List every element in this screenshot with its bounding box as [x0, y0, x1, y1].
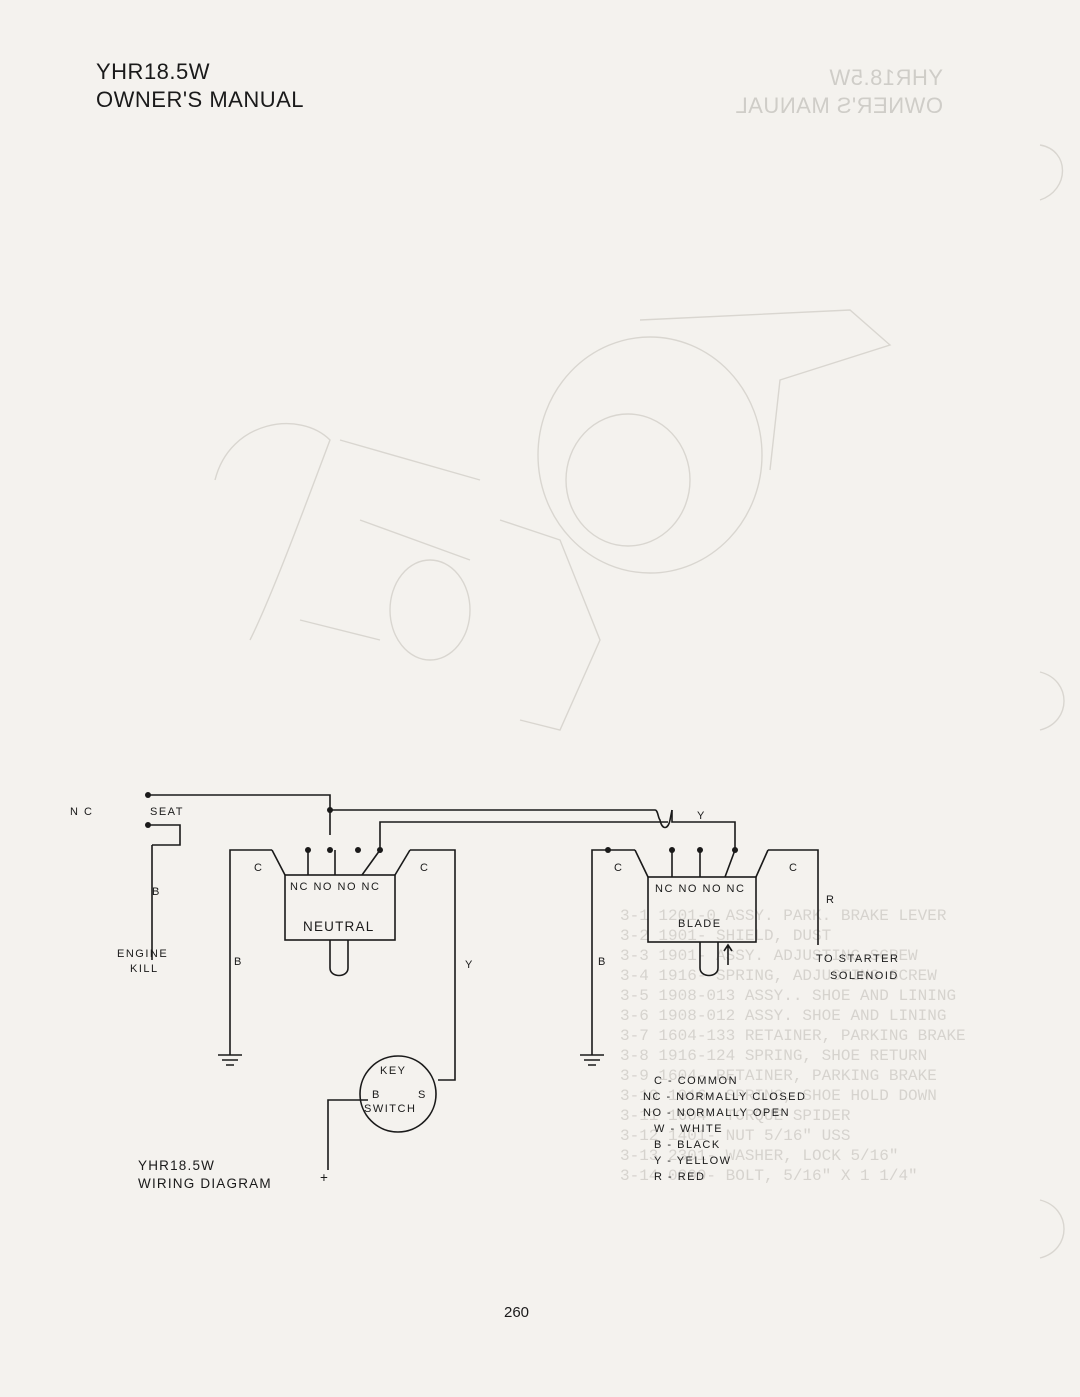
- binder-hole-top: [1039, 144, 1064, 201]
- blade-c-left-label: C: [614, 862, 623, 874]
- svg-text:3-10 1916- SPRING, SHOE HO: 3-10 1916- SPRING, SHOE HOLD DOWN: [620, 1087, 937, 1105]
- legend-item: B - BLACK: [654, 1139, 721, 1151]
- svg-text:3-7 1604-133 RETAINER, PARKI: 3-7 1604-133 RETAINER, PARKING BRAKE: [620, 1027, 966, 1045]
- key-label: KEY: [380, 1065, 407, 1077]
- solenoid-label: SOLENOID: [830, 970, 899, 982]
- blade-leads: [634, 849, 769, 878]
- faint-lining: [499, 519, 601, 731]
- caption-model: YHR18.5W: [138, 1158, 215, 1173]
- page-number: 260: [504, 1304, 530, 1321]
- neutral-c-right-label: C: [420, 862, 429, 874]
- neutral-ground-wire: [229, 849, 272, 1055]
- svg-text:3-11 1604- TORQUE SPIDER: 3-11 1604- TORQUE SPIDER: [620, 1107, 851, 1125]
- legend-item: R - RED: [654, 1171, 705, 1183]
- legend: C - COMMON NC - NORMALLY CLOSED NO - NOR…: [643, 1075, 806, 1183]
- neutral-switch-box: [284, 874, 396, 941]
- r-wire-label: R: [826, 894, 835, 906]
- neutral-to-key-wire: [410, 849, 456, 1081]
- seat-contact: [148, 824, 181, 846]
- seat-switch: N C SEAT: [70, 792, 184, 846]
- key-switch: KEY SWITCH B S +: [320, 1055, 437, 1185]
- engine-label: ENGINE: [117, 948, 168, 960]
- y-mid-label: Y: [465, 959, 474, 971]
- faint-brake-drum: [537, 336, 763, 574]
- switch-label: SWITCH: [364, 1103, 416, 1115]
- engine-kill-b-label: B: [152, 886, 161, 898]
- binder-hole-mid: [1039, 671, 1065, 731]
- svg-text:3-2 1901- SHIELD, DUST: 3-2 1901- SHIELD, DUST: [620, 927, 831, 945]
- blade-label: BLADE: [678, 918, 722, 930]
- svg-text:3-8 1916-124 SPRING, SHOE RE: 3-8 1916-124 SPRING, SHOE RETURN: [620, 1047, 927, 1065]
- binder-hole-bottom: [1039, 1199, 1065, 1259]
- neutral-plunger: [329, 940, 349, 977]
- y-wire-top: [379, 821, 668, 850]
- legend-item: NC - NORMALLY CLOSED: [643, 1091, 806, 1103]
- blade-c-right-label: C: [789, 862, 798, 874]
- seat-to-neutral-wire: [148, 794, 331, 835]
- ground-symbol-right: [580, 1054, 604, 1066]
- key-s-label: S: [418, 1089, 427, 1101]
- seat-label: SEAT: [150, 806, 184, 818]
- svg-text:3-4 1916- SPRING, ADJUSTI: 3-4 1916- SPRING, ADJUSTING SCREW: [620, 967, 937, 985]
- svg-text:3-3 1901- ASSY. ADJUSTING: 3-3 1901- ASSY. ADJUSTING SCREW: [620, 947, 918, 965]
- neutral-terminals-label: NC NO NO NC: [290, 881, 380, 893]
- solenoid-wire: [768, 849, 819, 945]
- svg-text:3-6 1908-012 ASSY. SHOE AND: 3-6 1908-012 ASSY. SHOE AND LINING: [620, 1007, 946, 1025]
- svg-text:3-12 1401- NUT 5/16" USS: 3-12 1401- NUT 5/16" USS: [620, 1127, 850, 1145]
- battery-wire: [327, 1099, 368, 1170]
- plus-label: +: [320, 1170, 329, 1185]
- header-title: OWNER'S MANUAL: [96, 87, 304, 112]
- legend-item: C - COMMON: [654, 1075, 738, 1087]
- faint-spider: [389, 559, 471, 661]
- svg-text:3-9 1604- RETAINER, PARKI: 3-9 1604- RETAINER, PARKING BRAKE: [620, 1067, 937, 1085]
- blade-terminals-label: NC NO NO NC: [655, 883, 745, 895]
- faint-springs: [299, 439, 481, 641]
- neutral-c-left-label: C: [254, 862, 263, 874]
- neutral-b-label: B: [234, 956, 243, 968]
- caption-title: WIRING DIAGRAM: [138, 1176, 272, 1191]
- kill-label: KILL: [130, 963, 159, 975]
- ground-symbol-left: [218, 1054, 242, 1066]
- bus-wire-blade: [671, 810, 736, 850]
- blade-arrow: [723, 943, 733, 965]
- header-model: YHR18.5W: [96, 59, 211, 84]
- blade-b-label: B: [598, 956, 607, 968]
- svg-text:3-14 0209- BOLT, 5/16" X 1: 3-14 0209- BOLT, 5/16" X 1 1/4": [620, 1167, 918, 1185]
- header: YHR18.5W OWNER'S MANUAL: [96, 58, 304, 114]
- neutral-switch: NC NO NO NC NEUTRAL C C: [254, 847, 429, 977]
- to-starter-label: TO STARTER: [816, 953, 899, 965]
- neutral-leads: [271, 849, 411, 876]
- ghost-parts-list: 3-1 1201-0 ASSY. PARK. BRAKE LEVER: [620, 907, 947, 925]
- faint-brake-lever: [639, 309, 892, 471]
- faint-brake-shoe: [214, 422, 331, 641]
- key-switch-body: [359, 1055, 437, 1133]
- legend-item: Y - YELLOW: [654, 1155, 732, 1167]
- y-top-label: Y: [697, 810, 706, 822]
- blade-switch: NC NO NO NC BLADE C C: [605, 847, 798, 977]
- bus-wire-top: [330, 809, 673, 829]
- svg-text:3-5 1908-013 ASSY.. SHOE AND: 3-5 1908-013 ASSY.. SHOE AND LINING: [620, 987, 956, 1005]
- seat-nc-label: N C: [70, 806, 93, 818]
- legend-item: NO - NORMALLY OPEN: [643, 1107, 790, 1119]
- blade-switch-box: [647, 876, 757, 943]
- legend-item: W - WHITE: [654, 1123, 723, 1135]
- blade-ground-wire: [591, 849, 635, 1055]
- faint-drum-hub: [565, 413, 691, 547]
- svg-text:3-13 2301- WASHER, LOCK 5/: 3-13 2301- WASHER, LOCK 5/16": [620, 1147, 898, 1165]
- blade-plunger: [699, 942, 719, 977]
- neutral-label: NEUTRAL: [303, 919, 374, 934]
- key-b-label: B: [372, 1089, 381, 1101]
